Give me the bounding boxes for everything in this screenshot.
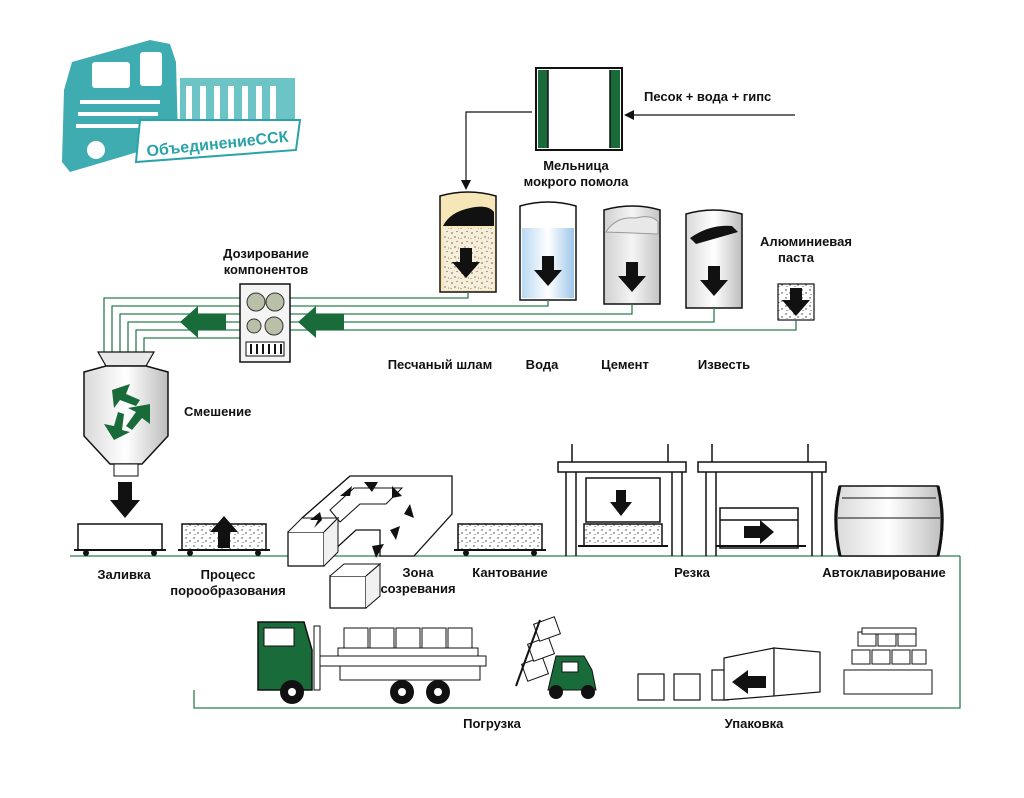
mill [535, 67, 623, 151]
packing [637, 647, 821, 701]
packing-label: Упаковка [724, 716, 784, 731]
mixing-label: Смешение [184, 404, 252, 419]
aluminum-label-1: Алюминиевая [760, 234, 852, 249]
recycle-arrows-icon [104, 384, 150, 440]
down-arrow-icon [534, 256, 562, 286]
down-arrow-icon [452, 248, 480, 278]
truck [257, 621, 487, 704]
forklift [515, 616, 597, 699]
pallet-stack [843, 627, 933, 695]
mill-label-1: Мельница [543, 158, 609, 173]
cutting-machine-1 [557, 444, 687, 556]
aluminum-paste-box [777, 283, 815, 321]
foaming-label-1: Процесс [200, 567, 256, 582]
mill-to-slurry-arrow [461, 111, 532, 190]
autoclave-label: Автоклавирование [822, 565, 946, 580]
cement-label: Цемент [601, 357, 649, 372]
silo-cement [603, 205, 661, 305]
silo-sand-slurry [439, 191, 497, 293]
dosing-label-1: Дозирование [223, 246, 309, 261]
maturing-label-2: созревания [380, 581, 456, 596]
input-arrow [624, 110, 795, 120]
maturing-label-1: Зона [402, 565, 434, 580]
mixer [83, 351, 169, 477]
cutting-machine-2 [697, 444, 827, 556]
cutting-label: Резка [674, 565, 710, 580]
dosing-unit [239, 283, 291, 363]
autoclave [834, 485, 944, 557]
aluminum-label-2: паста [778, 250, 814, 265]
pouring-label: Заливка [97, 567, 151, 582]
mold-foaming [178, 516, 270, 556]
logo: ОбъединениеССК [62, 40, 302, 172]
pipe-arrow-right-icon [298, 306, 344, 338]
down-arrow-icon [782, 288, 810, 316]
truck-logo-icon [62, 40, 302, 172]
mill-label-2: мокрого помола [523, 174, 629, 189]
pipe-arrow-left-icon [180, 306, 226, 338]
mold-pouring [74, 523, 166, 556]
silo-lime [685, 209, 743, 309]
sand-slurry-label: Песчаный шлам [387, 357, 493, 372]
flow-arrows-icon [310, 482, 414, 558]
maturing-zone [287, 475, 453, 609]
mold-tilting [454, 523, 546, 556]
down-arrow-icon [618, 262, 646, 292]
pour-arrow-icon [110, 482, 140, 518]
dosing-label-2: компонентов [223, 262, 309, 277]
tilting-label: Кантование [472, 565, 548, 580]
loading-label: Погрузка [463, 716, 521, 731]
input-label: Песок + вода + гипс [644, 89, 772, 104]
down-arrow-icon [700, 266, 728, 296]
up-arrow-icon [210, 516, 238, 548]
lime-label: Известь [697, 357, 751, 372]
foaming-label-2: порообразования [170, 583, 286, 598]
silo-water [519, 201, 577, 301]
water-label: Вода [525, 357, 559, 372]
